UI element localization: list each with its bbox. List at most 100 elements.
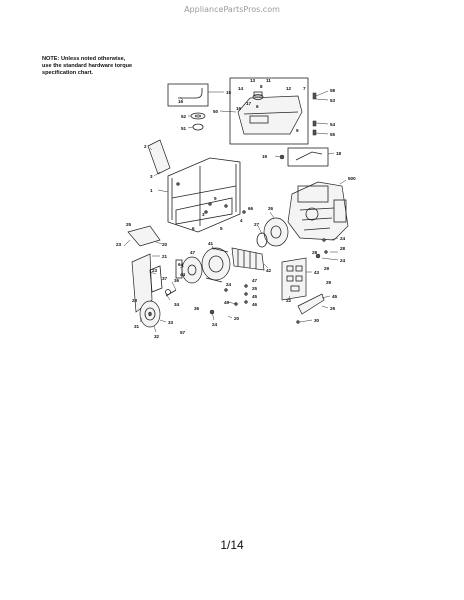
washer-25	[244, 284, 248, 288]
spring-37	[165, 289, 171, 295]
callout-15: 15	[226, 90, 232, 95]
clamp-19	[279, 154, 285, 160]
callout-29a: 29	[324, 266, 330, 271]
frame	[167, 157, 241, 233]
callout-35: 36	[194, 306, 200, 311]
callout-1: 1	[150, 188, 153, 193]
note-line-3: specification chart.	[42, 70, 93, 76]
engine-muffler	[333, 199, 347, 223]
callout-16: 16	[178, 99, 184, 104]
callout-58: 58	[330, 88, 336, 93]
fuel-tank	[237, 95, 303, 135]
callout-18: 18	[336, 151, 342, 156]
callout-11: 11	[266, 78, 271, 83]
fuel-hose	[178, 88, 203, 99]
end-bell-44	[181, 256, 203, 284]
fuel-gauge	[249, 115, 269, 124]
callout-55: 55	[330, 132, 336, 137]
fuel-cap-top	[253, 91, 263, 97]
callout-8: 8	[260, 84, 263, 89]
washer-52-hole	[195, 114, 201, 118]
callout-19: 19	[262, 154, 268, 159]
fan-26	[263, 217, 289, 247]
fuel-line-box	[287, 147, 329, 167]
washer-52	[190, 112, 206, 120]
bracket-23	[149, 265, 163, 293]
callout-13: 13	[250, 78, 256, 83]
bolt-54	[312, 120, 317, 127]
callout-22: 22	[286, 298, 292, 303]
bolt-58	[312, 92, 317, 100]
engine-body	[287, 181, 349, 241]
fuel-line	[295, 151, 323, 161]
fuel-tank-box	[229, 77, 309, 145]
bracket-45	[297, 293, 325, 315]
callout-64: 64	[178, 262, 184, 267]
callout-3b: 3	[202, 212, 205, 217]
callout-40: 47	[190, 250, 196, 255]
screw-30	[296, 320, 300, 324]
callout-28: 28	[340, 246, 346, 251]
callout-25b: 25	[252, 286, 258, 291]
fuel-tank-group	[229, 77, 309, 145]
callout-42: 42	[266, 268, 272, 273]
fuel-hose-group	[167, 83, 209, 107]
callout-24a: 24	[226, 282, 232, 287]
callout-4: 4	[240, 218, 243, 223]
note-text: NOTE: Unless noted otherwise, use the st…	[42, 56, 172, 77]
callout-16b: 16	[236, 106, 242, 111]
note-line-1: NOTE: Unless noted otherwise,	[42, 56, 126, 62]
axle-34	[165, 289, 177, 297]
callout-47: 47	[252, 278, 258, 283]
bolt-4	[242, 210, 246, 214]
callout-6: 6	[192, 226, 195, 231]
bracket-64	[175, 259, 183, 279]
callout-9b: 9	[214, 196, 217, 201]
callout-41: 41	[208, 241, 214, 246]
callout-23c: 23	[132, 298, 138, 303]
callout-32: 32	[154, 334, 160, 339]
fuel-hose-box	[167, 83, 209, 107]
callout-34: 34	[174, 302, 180, 307]
engine-flywheel	[305, 207, 319, 221]
knob-28	[315, 253, 321, 259]
bolt-3	[204, 210, 208, 214]
callout-3a: 3	[150, 174, 153, 179]
callout-500: 500	[348, 176, 356, 181]
callout-9a: 9	[296, 128, 299, 133]
callout-52: 52	[181, 114, 187, 119]
bracket-2	[147, 139, 171, 175]
frame-outline	[167, 157, 241, 233]
callout-27: 27	[254, 222, 260, 227]
callout-5: 5	[220, 226, 223, 231]
callout-29b: 29	[326, 280, 332, 285]
bolt-55	[312, 129, 317, 136]
washer-45	[244, 292, 248, 296]
callout-37: 37	[162, 276, 168, 281]
callout-31: 31	[134, 324, 140, 329]
callout-24d: 24	[340, 258, 346, 263]
bolt-24d	[324, 250, 328, 254]
washer-46	[244, 300, 248, 304]
callout-53: 53	[330, 98, 336, 103]
callout-45a: 45	[252, 294, 258, 299]
callout-28b: 28	[312, 250, 318, 255]
callout-57: 57	[180, 330, 186, 335]
fuel-tank-seam	[243, 111, 299, 115]
fuel-cap	[252, 94, 264, 100]
callout-20a: 20	[162, 242, 168, 247]
callout-30: 30	[314, 318, 320, 323]
bolt-24c	[322, 238, 326, 242]
callout-6a: 6	[256, 104, 259, 109]
callout-21: 21	[162, 254, 168, 259]
callout-17: 17	[246, 101, 252, 106]
note-line-2: use the standard hardware torque	[42, 63, 133, 69]
callout-24c: 24	[340, 236, 346, 241]
callout-43: 43	[314, 270, 320, 275]
engine	[287, 181, 349, 241]
callout-36: 36	[174, 278, 180, 283]
callout-24b: 24	[212, 322, 218, 327]
plate-25	[127, 225, 161, 247]
fuel-line-group	[279, 147, 329, 167]
